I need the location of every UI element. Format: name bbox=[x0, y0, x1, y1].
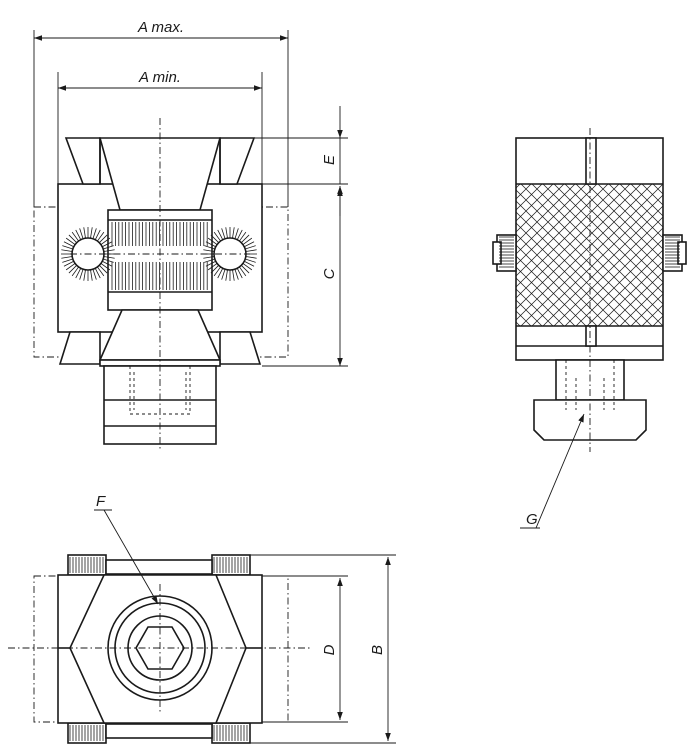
left-top-jaw bbox=[64, 137, 101, 185]
a-min-label: A min. bbox=[138, 69, 181, 86]
g-leader bbox=[535, 413, 585, 529]
gear-teeth bbox=[61, 227, 257, 281]
g-label: G bbox=[526, 511, 538, 528]
top-view: F D B bbox=[8, 493, 396, 744]
d-label: D bbox=[321, 644, 338, 655]
t-slot-base bbox=[103, 365, 217, 445]
left-bottom-jaw bbox=[58, 331, 101, 365]
b-label: B bbox=[369, 645, 386, 655]
right-top-jaw bbox=[219, 137, 256, 185]
f-leader bbox=[103, 509, 159, 605]
f-label: F bbox=[96, 493, 106, 510]
side-gear-teeth bbox=[499, 236, 680, 268]
front-view: A max. A min. bbox=[33, 19, 348, 450]
right-bottom-jaw bbox=[219, 331, 262, 365]
side-view: G bbox=[492, 128, 687, 529]
rack-teeth bbox=[69, 557, 248, 741]
knurled-surface bbox=[516, 184, 663, 326]
e-label: E bbox=[321, 154, 338, 165]
c-label: C bbox=[321, 268, 338, 279]
a-max-label: A max. bbox=[137, 19, 184, 36]
